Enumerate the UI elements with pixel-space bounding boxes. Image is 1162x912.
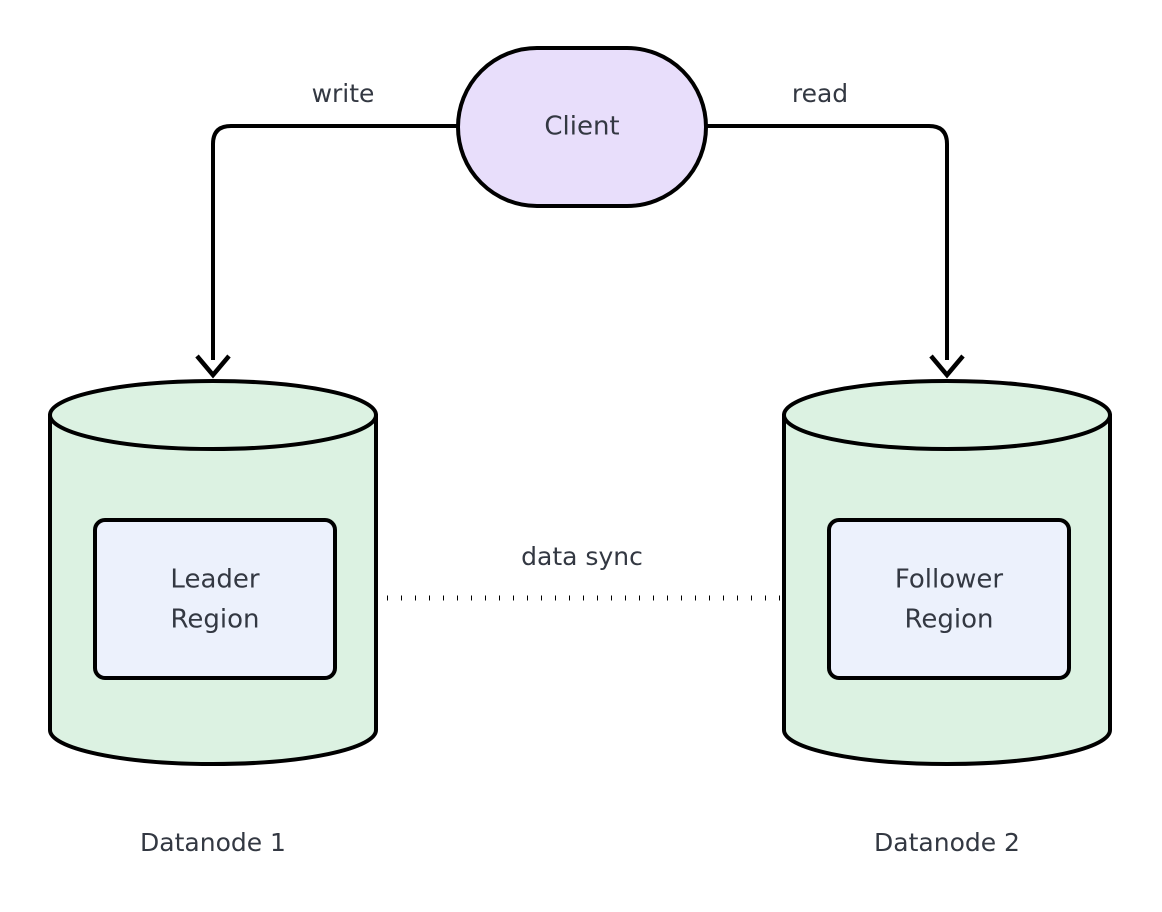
datanode2-cylinder[interactable] xyxy=(782,379,1112,766)
leader-region-label-line2: Region xyxy=(170,604,260,635)
read-edge-arrowhead xyxy=(929,354,965,379)
client-node-shape xyxy=(456,46,708,208)
write-edge-label: write xyxy=(305,78,381,110)
data-sync-edge xyxy=(345,580,827,616)
client-node[interactable] xyxy=(456,46,708,208)
write-edge-line xyxy=(211,124,458,360)
datanode1-cylinder[interactable] xyxy=(48,379,378,766)
data-sync-edge-label: data sync xyxy=(515,541,649,573)
write-edge-arrowhead xyxy=(195,354,231,379)
datanode2-cylinder-top xyxy=(782,379,1112,451)
datanode2-caption: Datanode 2 xyxy=(874,828,1020,857)
client-node-label: Client xyxy=(544,111,620,142)
follower-region-label-line1: Follower xyxy=(894,564,1004,595)
follower-region-box[interactable] xyxy=(827,518,1071,680)
datanode1-cylinder-top xyxy=(48,379,378,451)
read-edge-label: read xyxy=(785,78,855,110)
leader-region-label-line1: Leader xyxy=(170,564,260,595)
leader-region-box[interactable] xyxy=(93,518,337,680)
read-edge xyxy=(706,124,965,379)
follower-region-label-line2: Region xyxy=(904,604,994,635)
read-edge-line xyxy=(706,124,949,360)
datanode1-caption: Datanode 1 xyxy=(140,828,286,857)
write-edge xyxy=(195,124,458,379)
